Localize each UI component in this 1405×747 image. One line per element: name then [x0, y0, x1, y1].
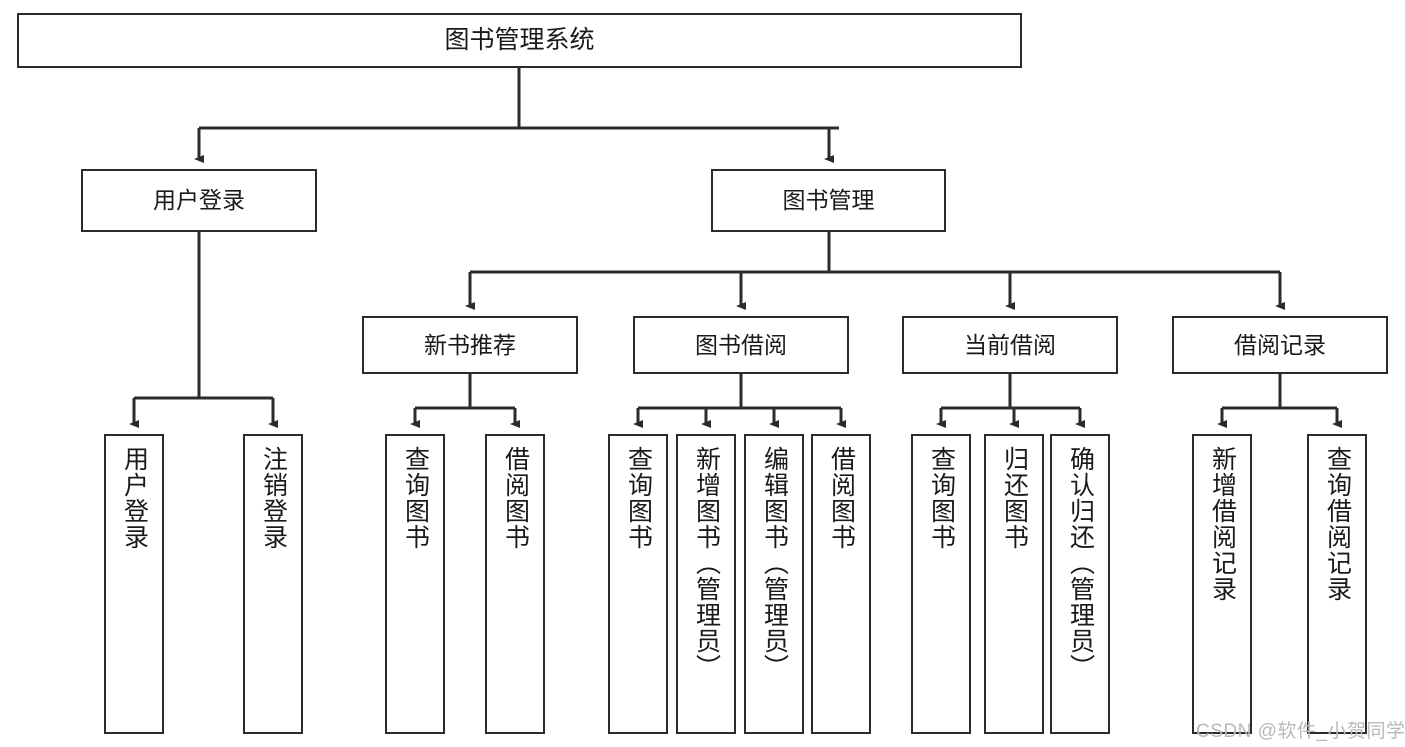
node-root-system[interactable]: 图书管理系统: [17, 13, 1022, 68]
node-label: 用户登录: [120, 446, 149, 550]
node-label: 查询图书: [401, 446, 430, 550]
node-leaf-add-record[interactable]: 新增借阅记录: [1192, 434, 1252, 734]
node-leaf-query-record[interactable]: 查询借阅记录: [1307, 434, 1367, 734]
node-label: 当前借阅: [964, 331, 1056, 358]
node-leaf-return-book[interactable]: 归还图书: [984, 434, 1044, 734]
node-label: 查询借阅记录: [1323, 446, 1352, 602]
node-leaf-add-book[interactable]: 新增图书（管理员）: [676, 434, 736, 734]
node-leaf-query-book-3[interactable]: 查询图书: [911, 434, 971, 734]
node-leaf-borrow-book-1[interactable]: 借阅图书: [485, 434, 545, 734]
node-label: 注销登录: [259, 446, 288, 550]
node-label: 查询图书: [624, 446, 653, 550]
watermark: CSDN @软件_小贺同学: [1196, 721, 1405, 742]
node-label: 编辑图书（管理员）: [760, 446, 789, 680]
node-user-login[interactable]: 用户登录: [81, 169, 317, 232]
node-leaf-confirm-return[interactable]: 确认归还（管理员）: [1050, 434, 1110, 734]
node-book-management[interactable]: 图书管理: [711, 169, 946, 232]
node-label: 借阅记录: [1234, 331, 1326, 358]
node-leaf-user-login[interactable]: 用户登录: [104, 434, 164, 734]
node-label: 新书推荐: [424, 331, 516, 358]
node-label: 归还图书: [1000, 446, 1029, 550]
node-leaf-borrow-book-2[interactable]: 借阅图书: [811, 434, 871, 734]
node-label: 新增图书（管理员）: [692, 446, 721, 680]
node-label: 查询图书: [927, 446, 956, 550]
node-new-book-recommend[interactable]: 新书推荐: [362, 316, 578, 374]
node-leaf-edit-book[interactable]: 编辑图书（管理员）: [744, 434, 804, 734]
node-label: 借阅图书: [501, 446, 530, 550]
node-book-borrow[interactable]: 图书借阅: [633, 316, 849, 374]
node-label: 图书管理: [782, 187, 875, 214]
node-label: 图书借阅: [695, 331, 787, 358]
node-leaf-query-book-1[interactable]: 查询图书: [385, 434, 445, 734]
node-label: 图书管理系统: [444, 26, 595, 55]
node-label: 新增借阅记录: [1208, 446, 1237, 602]
node-label: 用户登录: [153, 187, 245, 214]
node-label: 借阅图书: [827, 446, 856, 550]
node-current-borrow[interactable]: 当前借阅: [902, 316, 1118, 374]
node-leaf-query-book-2[interactable]: 查询图书: [608, 434, 668, 734]
node-borrow-record[interactable]: 借阅记录: [1172, 316, 1388, 374]
node-leaf-logout[interactable]: 注销登录: [243, 434, 303, 734]
node-label: 确认归还（管理员）: [1066, 446, 1095, 680]
